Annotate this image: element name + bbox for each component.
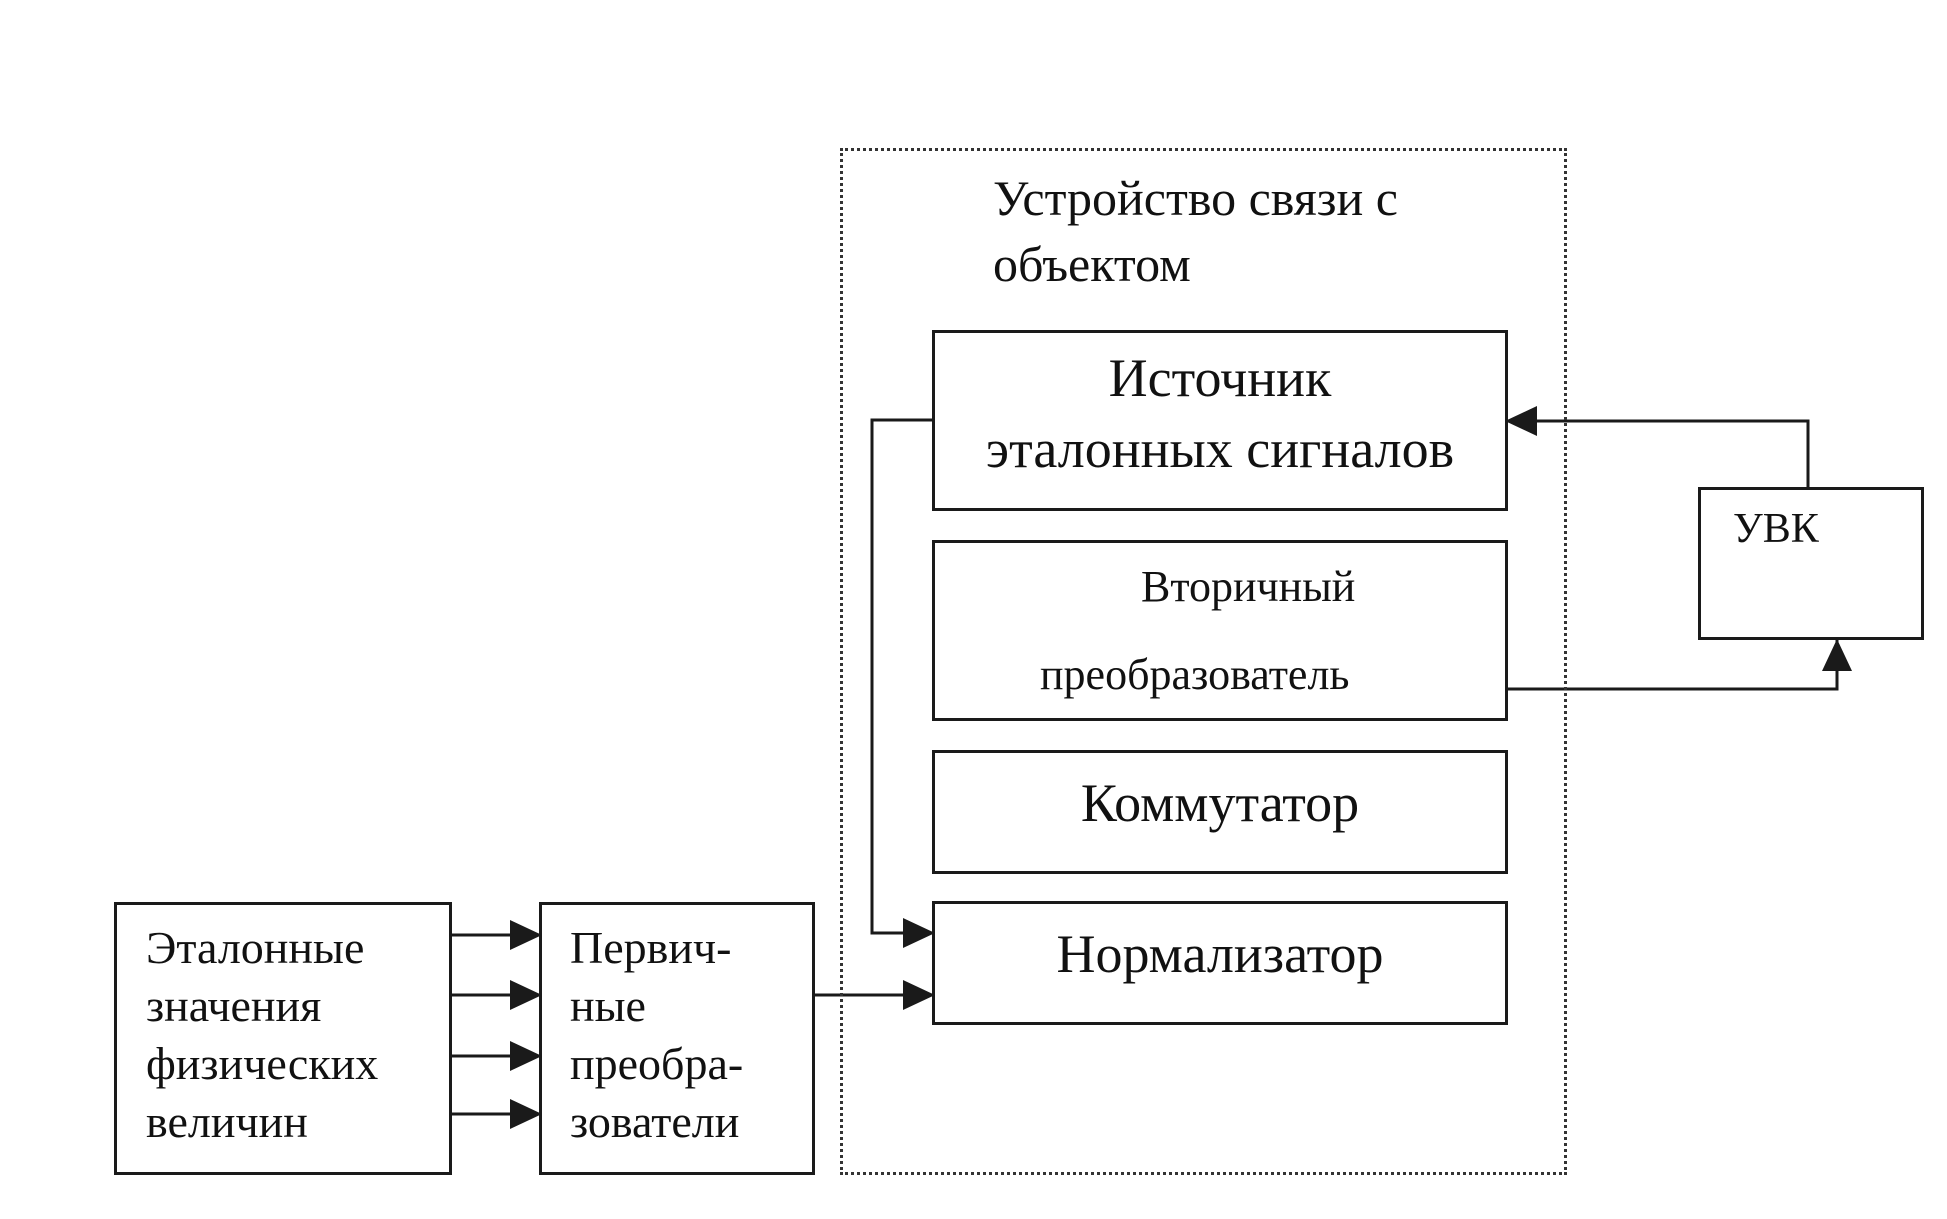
reference-signal-source-label-line1: Источник <box>1108 348 1332 408</box>
uvk-to-source-arrow <box>1505 406 1810 489</box>
primary-converters-label-line3: преобра- <box>570 1038 744 1089</box>
reference-values-label-line3: физических <box>146 1038 379 1089</box>
secondary-to-uvk-arrow <box>1505 639 1852 691</box>
object-interface-frame <box>840 148 1567 1175</box>
commutator-block <box>932 750 1508 874</box>
normalizer-label: Нормализатор <box>1056 924 1384 984</box>
reference-values-label-line4: величин <box>146 1096 308 1147</box>
secondary-converter-label-line1: Вторичный <box>1141 562 1356 611</box>
uvk-block <box>1698 487 1924 640</box>
uvk-label: УВК <box>1733 506 1819 552</box>
source-to-normalizer-arrow <box>870 418 935 948</box>
reference-signal-source-block <box>932 330 1508 511</box>
reference-values-block <box>114 902 452 1175</box>
reference-values-label-line2: значения <box>146 980 322 1031</box>
secondary-converter-label-line2: преобразователь <box>1040 650 1350 699</box>
secondary-converter-block <box>932 540 1508 721</box>
reference-signal-source-label-line2: эталонных сигналов <box>985 419 1455 479</box>
commutator-label: Коммутатор <box>1080 773 1360 833</box>
primary-converters-block <box>539 902 815 1175</box>
object-interface-title-line1: Устройство связи с <box>993 170 1398 226</box>
primary-converters-label-line1: Первич- <box>570 922 732 973</box>
reference-values-label-line1: Эталонные <box>146 922 365 973</box>
primary-converters-label-line4: зователи <box>570 1096 740 1147</box>
object-interface-title-line2: объектом <box>993 236 1191 292</box>
normalizer-block <box>932 901 1508 1025</box>
primary-converters-label-line2: ные <box>570 980 646 1031</box>
